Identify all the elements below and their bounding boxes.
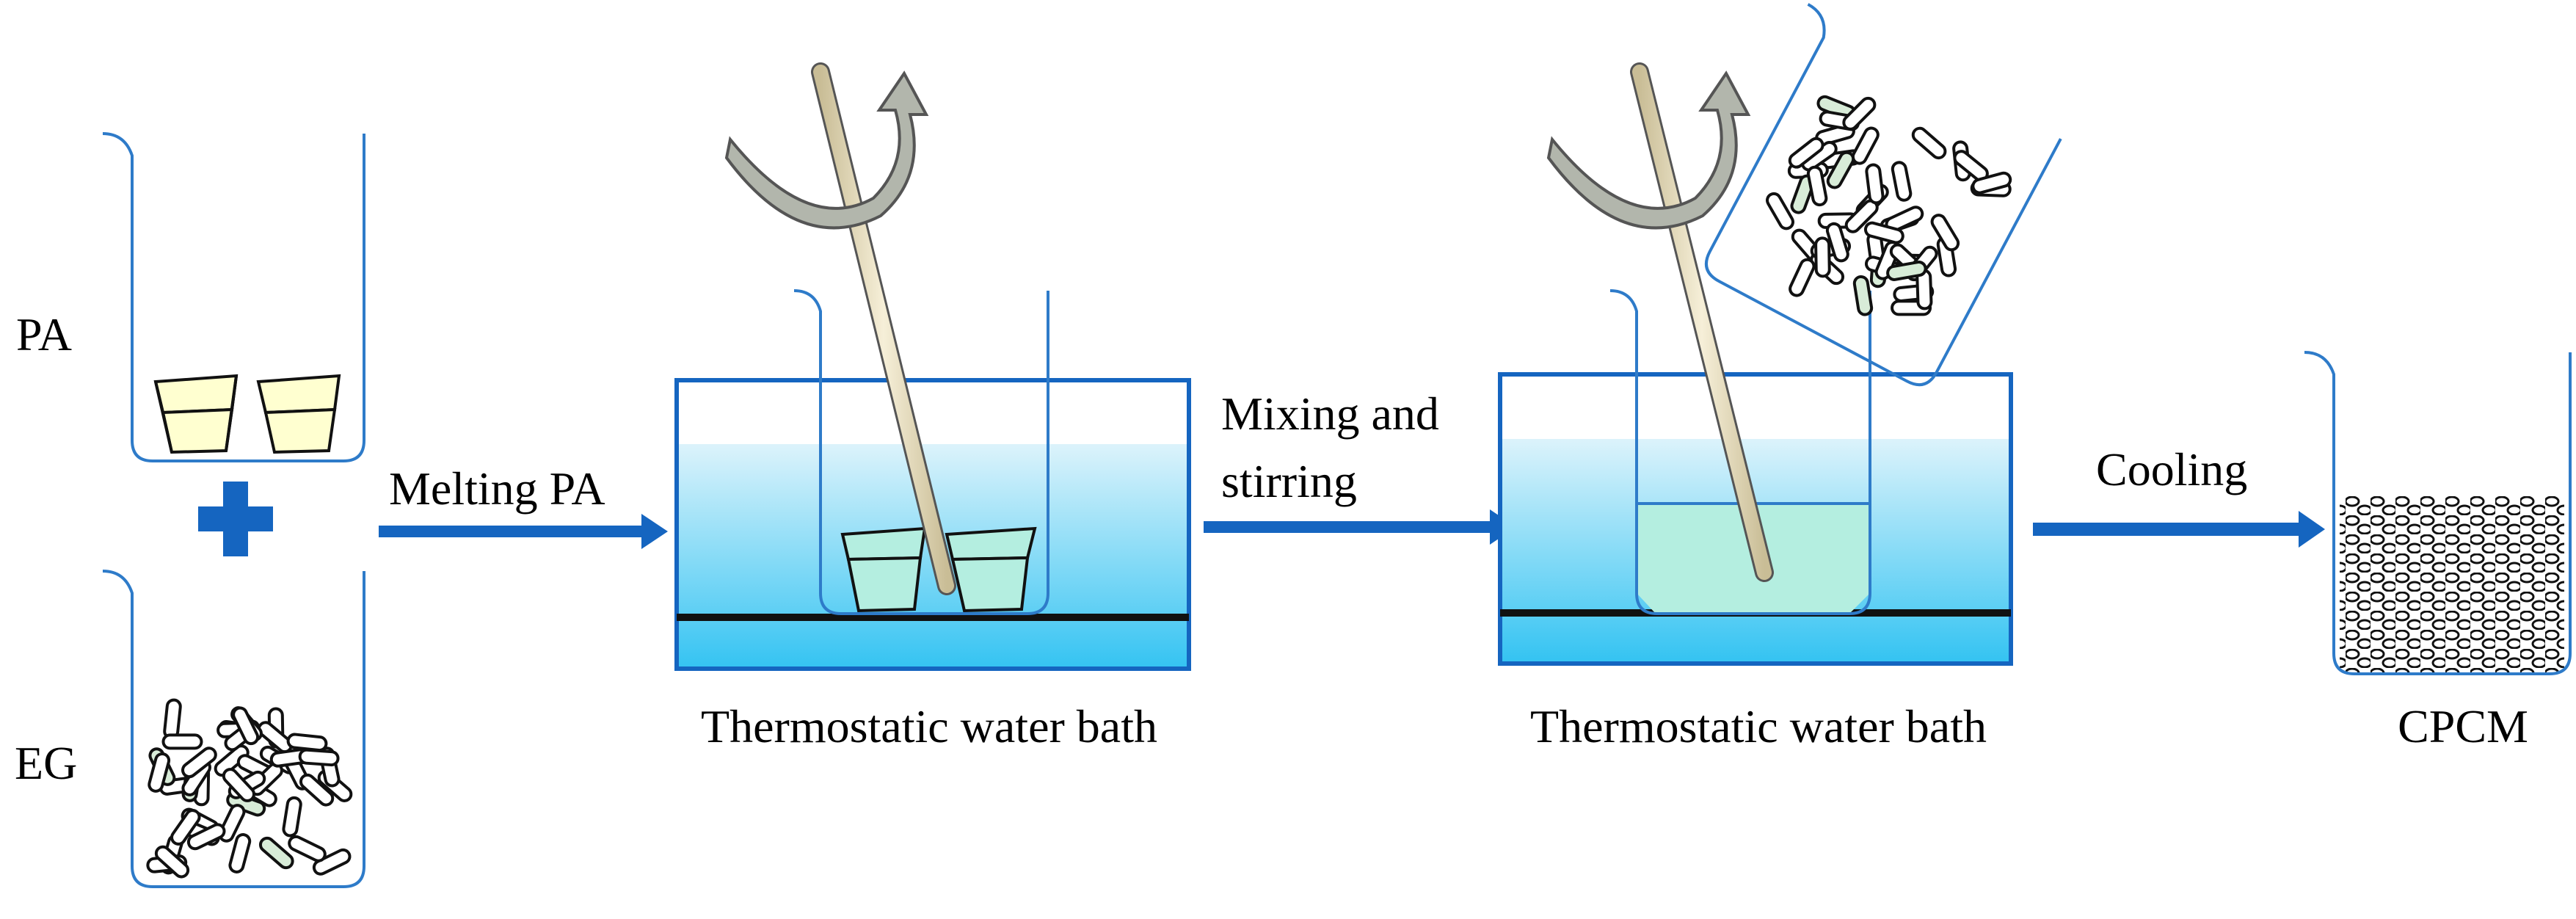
step-mixing-label-line2: stirring <box>1221 455 1357 507</box>
water-bath-1 <box>674 62 1191 671</box>
eg-granule <box>1851 126 1880 165</box>
water-bath-2-label: Thermostatic water bath <box>1530 700 1987 752</box>
eg-granule <box>1765 192 1794 230</box>
eg-granule <box>148 752 171 793</box>
pa-solid-block <box>840 526 927 613</box>
cpcm-label: CPCM <box>2398 700 2528 752</box>
eg-label: EG <box>15 737 78 789</box>
eg-granule <box>163 698 182 740</box>
eg-granule <box>1814 236 1831 278</box>
eg-granule <box>218 804 246 843</box>
eg-granule <box>286 733 328 752</box>
step-cooling-label: Cooling <box>2096 443 2248 495</box>
eg-granule <box>299 773 335 807</box>
eg-granule <box>312 848 352 876</box>
eg-granule <box>1930 214 1960 252</box>
eg-granule <box>1865 163 1885 205</box>
eg-granule <box>181 747 217 779</box>
eg-pouring-beaker <box>1704 3 2062 387</box>
eg-granule <box>214 744 250 777</box>
rotation-arrow-icon <box>724 70 929 230</box>
cpcm-beaker <box>2304 351 2572 675</box>
eg-granule <box>1789 258 1816 297</box>
eg-granule <box>1863 221 1904 244</box>
rotation-arrow-icon <box>1546 70 1751 230</box>
eg-granule <box>1971 171 2012 195</box>
eg-granule <box>228 833 252 873</box>
eg-granule <box>1806 165 1828 207</box>
eg-beaker <box>102 570 365 888</box>
eg-granule <box>232 706 260 746</box>
eg-granules <box>1765 95 2012 316</box>
pa-solid-block <box>256 374 341 454</box>
eg-granule <box>222 768 255 802</box>
arrow-mixing <box>1204 509 1516 545</box>
eg-granule <box>282 796 302 838</box>
pa-label: PA <box>16 308 72 360</box>
eg-granules <box>146 698 353 879</box>
eg-granule <box>186 823 226 851</box>
plus-icon <box>198 482 273 556</box>
eg-granule <box>170 809 201 846</box>
eg-granule <box>298 748 340 767</box>
pa-beaker <box>102 132 365 462</box>
eg-granule <box>1826 150 1855 189</box>
eg-granule <box>257 721 293 754</box>
arrow-cooling <box>2033 511 2325 548</box>
eg-granule <box>258 836 294 870</box>
pa-solid-block <box>945 526 1037 613</box>
step-melting-label: Melting PA <box>389 462 605 515</box>
eg-granule <box>1886 261 1927 281</box>
step-mixing-label-line1: Mixing and <box>1221 388 1439 440</box>
eg-granule <box>288 835 327 862</box>
eg-granule <box>1825 222 1849 263</box>
eg-granule <box>161 733 203 750</box>
eg-granule <box>1788 137 1824 169</box>
water-bath-1-label: Thermostatic water bath <box>701 700 1157 752</box>
heater-plate <box>677 614 1189 621</box>
stir-rod <box>1630 62 1774 582</box>
eg-granule <box>1852 275 1874 316</box>
eg-granule <box>1911 126 1947 160</box>
arrow-melting <box>379 514 668 549</box>
eg-granule <box>1842 96 1877 131</box>
stir-rod <box>811 62 956 595</box>
pa-solid-block <box>153 374 239 454</box>
water-bath-2 <box>1498 62 2013 666</box>
eg-granule <box>154 845 190 879</box>
eg-granule <box>1891 161 1913 202</box>
